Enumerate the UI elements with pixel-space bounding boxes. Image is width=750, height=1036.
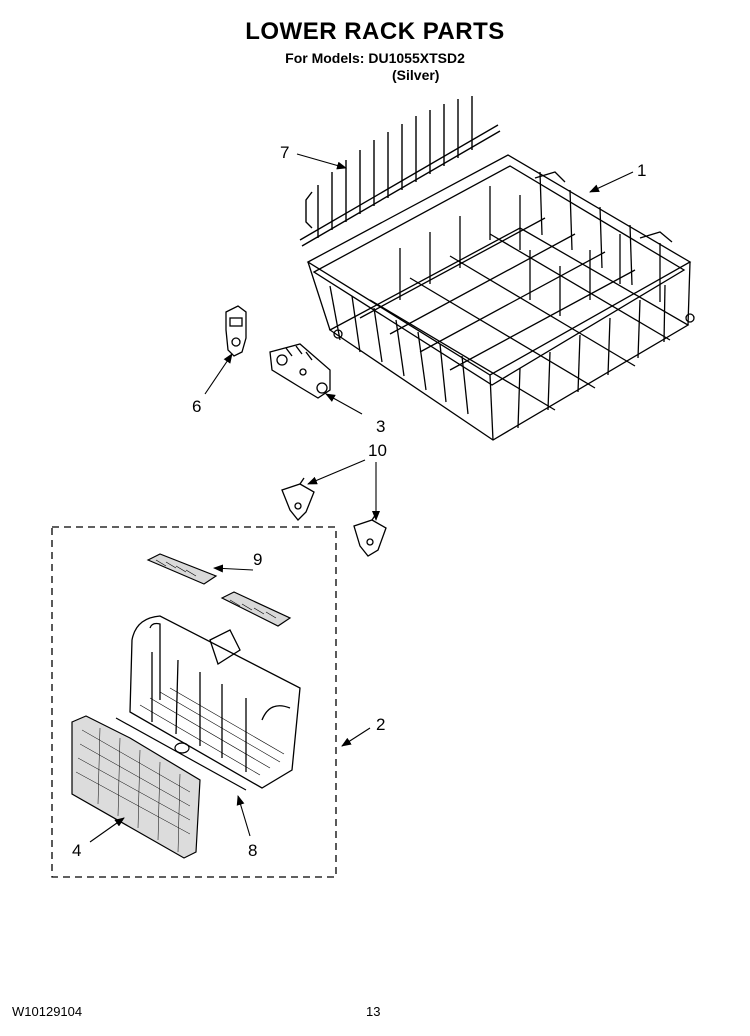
- part-8-lid: [71, 715, 201, 859]
- callout-7: 8: [248, 841, 257, 860]
- callout-2: 2: [376, 715, 385, 734]
- part-10-clips: [281, 477, 387, 557]
- part-2-kit-box: [51, 526, 337, 878]
- part-4-tine-row: [299, 96, 501, 247]
- callout-4: 7: [280, 143, 289, 162]
- page-number: 13: [366, 1004, 381, 1019]
- part-3-wheel-bracket: [269, 343, 331, 399]
- part-6-clip: [225, 305, 247, 357]
- part-7-hinge: [115, 717, 247, 791]
- callout-6: 6: [192, 397, 201, 416]
- page-title: LOWER RACK PARTS: [245, 18, 505, 45]
- callout-3: 3: [376, 417, 385, 436]
- color-line: (Silver): [392, 67, 440, 83]
- callout-10: 10: [368, 441, 387, 460]
- silverware-basket: [129, 615, 301, 789]
- part-1-lower-rack: [306, 154, 695, 441]
- callout-8: 4: [72, 841, 81, 860]
- part-9-covers: [146, 553, 292, 627]
- leader-lines: [89, 153, 634, 843]
- callout-9: 9: [253, 550, 262, 569]
- models-line: For Models: DU1055XTSD2: [285, 50, 465, 66]
- callout-1: 1: [637, 161, 646, 180]
- document-number: W10129104: [12, 1004, 83, 1019]
